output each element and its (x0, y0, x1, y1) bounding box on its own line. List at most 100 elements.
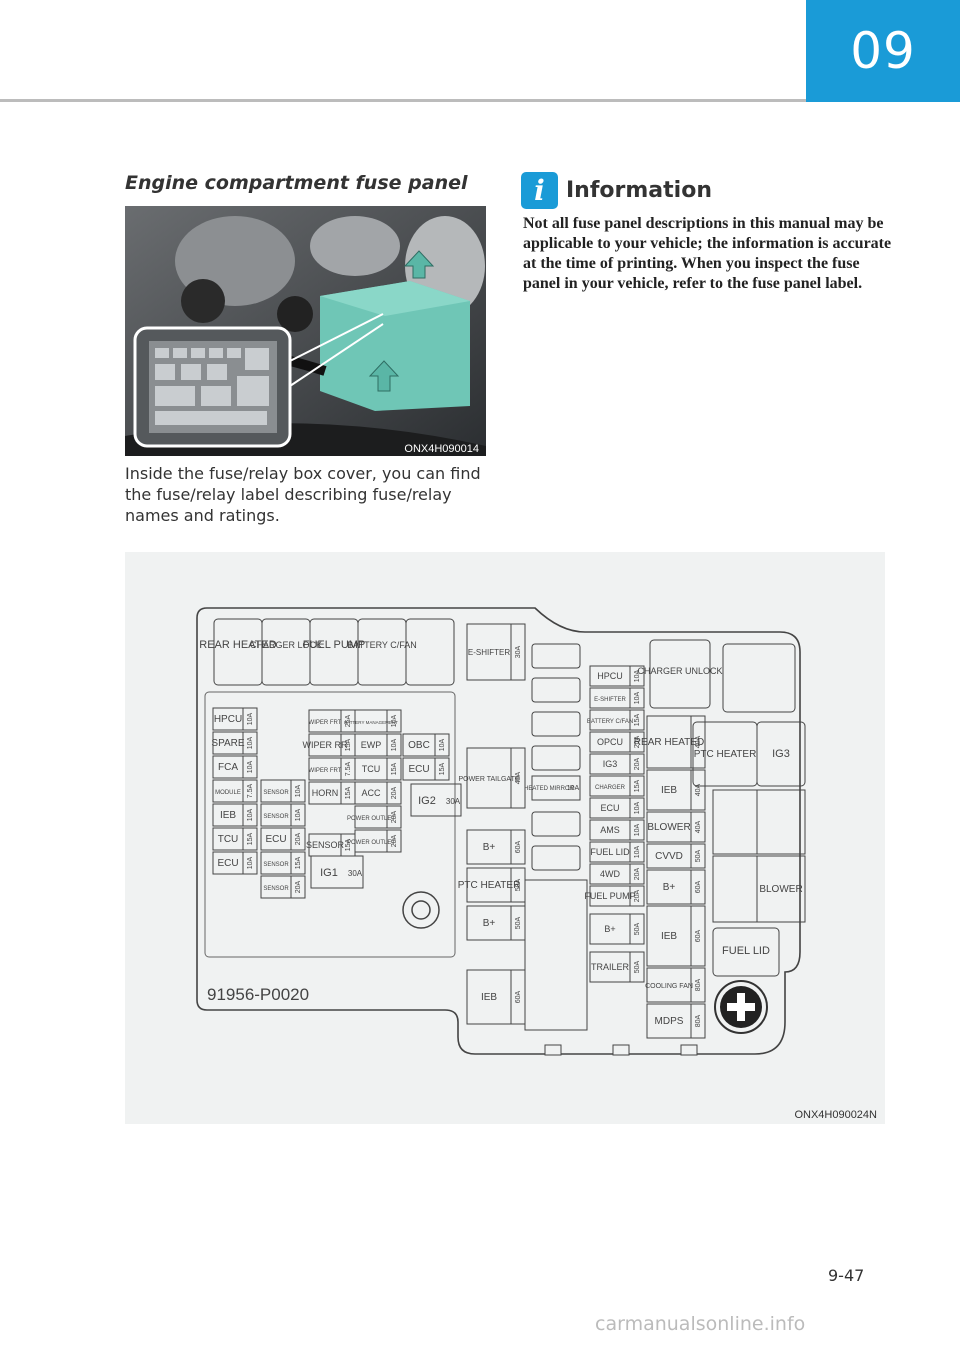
fuse-name: ECU (600, 803, 619, 813)
fuse-cell: SENSOR 15A (260, 851, 306, 875)
fuse-rating: 15A (345, 838, 352, 851)
body-text: Inside the fuse/relay box cover, you can… (125, 464, 481, 525)
fuse-panel-diagram: REAR HEATED CHARGER LOCK FUEL PUMP BATTE… (125, 552, 885, 1124)
fuse-name: POWER OUTLET (347, 840, 395, 846)
ig2-label: IG2 (418, 795, 436, 807)
fuse-rating: 10A (247, 856, 254, 869)
fuse-name: PTC HEATER (458, 880, 521, 891)
fuse-name: EWP (361, 740, 382, 750)
fuse-name: BLOWER (647, 822, 690, 833)
fuse-rating: 40A (695, 783, 702, 796)
fuse-name: HPCU (597, 671, 623, 681)
fuse-rating: 30A (515, 645, 522, 658)
heated-mirror-label: HEATED MIRROR (524, 786, 575, 792)
fuse-rating: 80A (695, 1014, 702, 1027)
fuse-name: BATTERY C/FAN (587, 719, 633, 725)
relay-block: CHARGER UNLOCK PTC HEATER IG3 BLOWER FUE… (637, 639, 806, 977)
relay-label: PTC HEATER (694, 749, 757, 760)
fuse-rating: 10A (634, 801, 641, 814)
fuse-rating: 50A (695, 849, 702, 862)
fuse-rating: 15A (345, 786, 352, 799)
ig1-label: IG1 (320, 867, 338, 879)
fuse-rating: 20A (634, 867, 641, 880)
engine-photo: ONX4H090014 (125, 206, 486, 456)
fuse-name: AMS (600, 825, 620, 835)
fuse-rating: 20A (634, 735, 641, 748)
fuse-cell: ECU 10A (589, 797, 645, 819)
fuse-name: SENSOR (306, 840, 345, 850)
fuse-name: IEB (220, 810, 236, 821)
ig2-rating: 30A (446, 797, 461, 806)
fuse-name: IG3 (603, 759, 618, 769)
fuse-name: FUEL PUMP (584, 891, 635, 901)
chapter-number: 09 (850, 22, 916, 80)
photo-code: ONX4H090014 (404, 443, 479, 455)
fuse-rating: 20A (391, 810, 398, 823)
fuse-rating: 20A (634, 889, 641, 902)
fuse-rating: 10A (634, 669, 641, 682)
watermark: carmanualsonline.info (595, 1313, 806, 1335)
fuse-cell: B+50A (589, 913, 645, 945)
fuse-name: TCU (362, 764, 381, 774)
fuse-rating: 25A (345, 714, 352, 727)
fuse-rating: 20A (295, 880, 302, 893)
fuse-name: REAR HEATED (634, 737, 704, 748)
fuse-name: POWER TAILGATE (458, 776, 519, 783)
section-title: Engine compartment fuse panel (125, 172, 468, 194)
fuse-rating: 10A (391, 738, 398, 751)
fuse-rating: 15A (634, 713, 641, 726)
fuse-name: FUEL LID (590, 847, 630, 857)
heated-mirror-rating: 10A (567, 785, 580, 792)
fuse-name: ACC (361, 788, 381, 798)
fuse-cell: ACC 20A (354, 781, 402, 805)
fuse-rating: 15A (391, 762, 398, 775)
ig1-rating: 30A (348, 869, 363, 878)
fuse-name: TCU (218, 834, 239, 845)
fuse-name: WIPER RR (303, 740, 349, 750)
fuse-rating: 10A (439, 738, 446, 751)
part-number: 91956-P0020 (207, 985, 309, 1004)
fuse-rating: 20A (391, 786, 398, 799)
fuse-name: OPCU (597, 737, 623, 747)
fuse-cell: TCU 15A (212, 827, 258, 851)
fuse-rating: 60A (515, 990, 522, 1003)
fuse-name: E-SHIFTER (468, 648, 510, 657)
fuse-rating: 15A (295, 856, 302, 869)
fuse-rating: 10A (391, 714, 398, 727)
info-text: Not all fuse panel descriptions in this … (523, 215, 892, 292)
fuse-name: ECU (408, 764, 429, 775)
fuse-name: WIPER FRT (309, 768, 342, 774)
fuse-name: SENSOR (263, 886, 289, 892)
fuse-name: SENSOR (263, 790, 289, 796)
fuse-cell: OPCU 20A (589, 731, 645, 753)
fuse-name: IEB (481, 992, 497, 1003)
relay-label: IG3 (772, 748, 790, 760)
fuse-name: SENSOR (263, 862, 289, 868)
fuse-name: IEB (661, 785, 677, 796)
fuse-rating: 15A (247, 832, 254, 845)
fuse-name: 4WD (600, 869, 621, 879)
info-title: Information (566, 178, 712, 203)
small-relay-column: HEATED MIRROR 10A (524, 643, 588, 1031)
fuse-rating: 80A (695, 978, 702, 991)
fuse-rating: 40A (695, 820, 702, 833)
fuse-rating: 10A (247, 760, 254, 773)
